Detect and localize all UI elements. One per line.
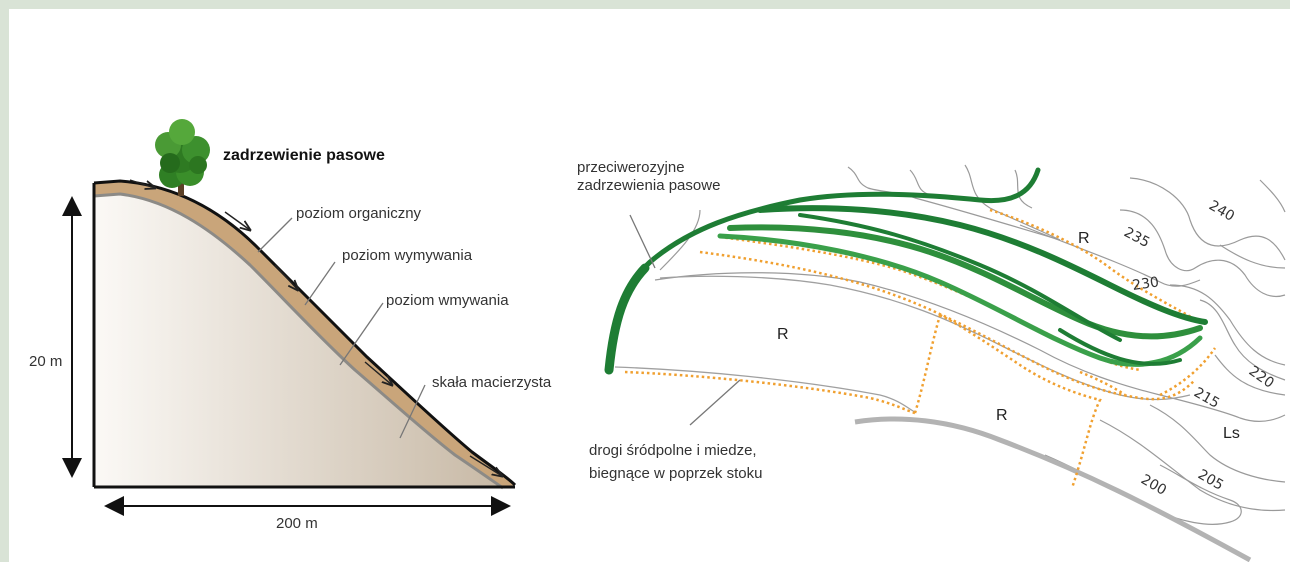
shelterbelt-label-line2: zadrzewienia pasowe [577,177,720,194]
contour-map: przeciwerozyjne zadrzewienia pasowe drog… [577,159,1285,560]
land-label-r3: R [996,407,1008,424]
layer-bedrock-label: skała macierzysta [432,374,552,391]
layer-organic-label: poziom organiczny [296,205,422,222]
tree-icon [155,119,210,196]
roads-label-line2: biegnące w poprzek stoku [589,465,762,482]
land-label-r1: R [777,326,789,343]
road-lower [855,419,1250,560]
shelterbelts [609,170,1205,370]
slope-cross-section: zadrzewienie pasowe poziom organiczny po… [29,119,552,532]
layer-eluvial-label: poziom wymywania [342,247,473,264]
contour-label-230: 230 [1131,274,1160,294]
layer-illuvial-label: poziom wmywania [386,292,509,309]
shelterbelt-label-line1: przeciwerozyjne [577,159,685,176]
width-label: 200 m [276,515,318,532]
contour-label-235: 235 [1121,224,1152,251]
contour-label-240: 240 [1206,198,1237,225]
map-leaders [630,215,740,425]
contour-label-200: 200 [1138,472,1169,499]
roads-label-line1: drogi śródpolne i miedze, [589,442,757,459]
diagram-canvas: zadrzewienie pasowe poziom organiczny po… [9,9,1290,562]
height-label: 20 m [29,353,62,370]
tree-strip-label: zadrzewienie pasowe [223,147,385,164]
diagram-frame: zadrzewienie pasowe poziom organiczny po… [9,9,1290,562]
contour-label-220: 220 [1246,363,1277,391]
land-label-r2: R [1078,230,1090,247]
land-label-ls: Ls [1223,425,1240,442]
